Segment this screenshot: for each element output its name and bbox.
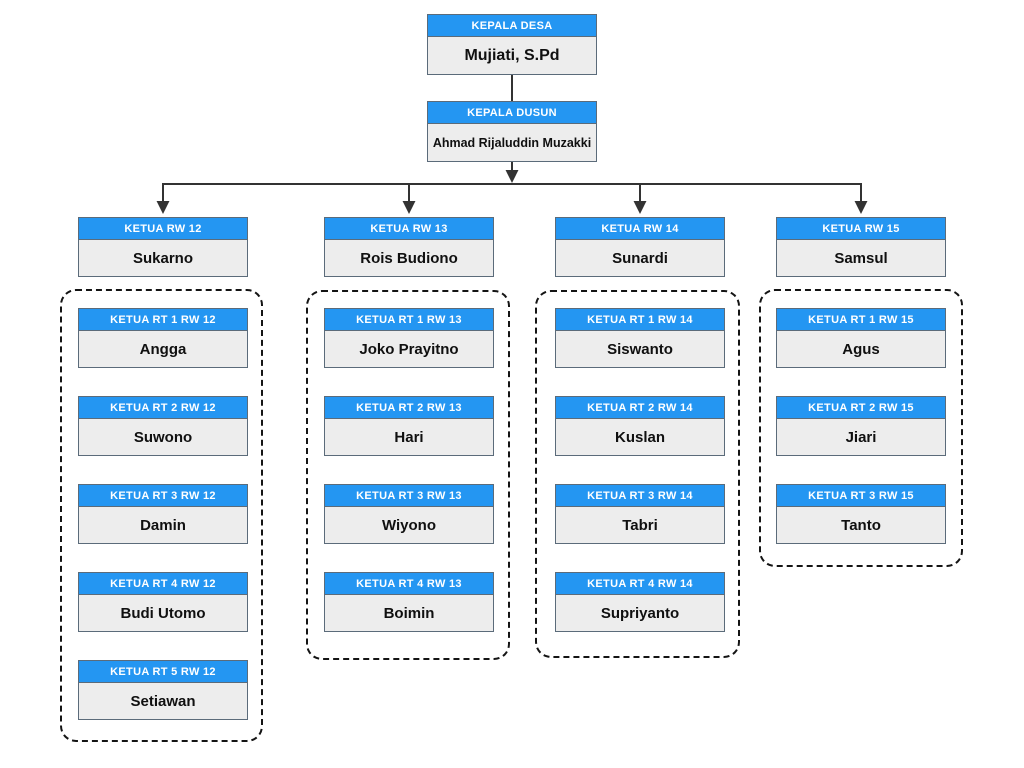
box-rt1-rw14: KETUA RT 1 RW 14 Siswanto (555, 308, 725, 368)
box-name: Hari (325, 419, 493, 455)
box-name: Tanto (777, 507, 945, 543)
box-title: KETUA RT 2 RW 14 (556, 397, 724, 419)
box-rt3-rw13: KETUA RT 3 RW 13 Wiyono (324, 484, 494, 544)
box-ketua-rw15: KETUA RW 15 Samsul (776, 217, 946, 277)
box-name: Agus (777, 331, 945, 367)
box-rt3-rw15: KETUA RT 3 RW 15 Tanto (776, 484, 946, 544)
box-title: KETUA RT 3 RW 14 (556, 485, 724, 507)
box-name: Damin (79, 507, 247, 543)
rt-group-rw13 (306, 290, 510, 660)
box-name: Ahmad Rijaluddin Muzakki (428, 124, 596, 161)
box-rt4-rw12: KETUA RT 4 RW 12 Budi Utomo (78, 572, 248, 632)
box-rt1-rw13: KETUA RT 1 RW 13 Joko Prayitno (324, 308, 494, 368)
box-name: Mujiati, S.Pd (428, 37, 596, 74)
box-title: KETUA RT 2 RW 15 (777, 397, 945, 419)
box-rt4-rw13: KETUA RT 4 RW 13 Boimin (324, 572, 494, 632)
box-name: Samsul (777, 240, 945, 276)
rt-group-rw15 (759, 289, 963, 567)
box-rt5-rw12: KETUA RT 5 RW 12 Setiawan (78, 660, 248, 720)
box-name: Budi Utomo (79, 595, 247, 631)
box-rt1-rw12: KETUA RT 1 RW 12 Angga (78, 308, 248, 368)
box-name: Tabri (556, 507, 724, 543)
box-kepala-desa: KEPALA DESA Mujiati, S.Pd (427, 14, 597, 75)
box-name: Sunardi (556, 240, 724, 276)
box-rt2-rw12: KETUA RT 2 RW 12 Suwono (78, 396, 248, 456)
box-title: KETUA RW 15 (777, 218, 945, 240)
box-name: Setiawan (79, 683, 247, 719)
box-title: KETUA RW 12 (79, 218, 247, 240)
box-title: KETUA RT 3 RW 13 (325, 485, 493, 507)
box-name: Suwono (79, 419, 247, 455)
box-rt1-rw15: KETUA RT 1 RW 15 Agus (776, 308, 946, 368)
box-name: Joko Prayitno (325, 331, 493, 367)
rt-group-rw12 (60, 289, 263, 742)
box-rt4-rw14: KETUA RT 4 RW 14 Supriyanto (555, 572, 725, 632)
box-title: KETUA RT 4 RW 12 (79, 573, 247, 595)
rt-group-rw14 (535, 290, 740, 658)
box-title: KETUA RT 3 RW 15 (777, 485, 945, 507)
box-title: KETUA RT 3 RW 12 (79, 485, 247, 507)
box-rt2-rw13: KETUA RT 2 RW 13 Hari (324, 396, 494, 456)
box-kepala-dusun: KEPALA DUSUN Ahmad Rijaluddin Muzakki (427, 101, 597, 162)
box-name: Jiari (777, 419, 945, 455)
box-name: Angga (79, 331, 247, 367)
box-title: KETUA RT 4 RW 14 (556, 573, 724, 595)
box-name: Boimin (325, 595, 493, 631)
box-rt3-rw12: KETUA RT 3 RW 12 Damin (78, 484, 248, 544)
box-ketua-rw14: KETUA RW 14 Sunardi (555, 217, 725, 277)
box-name: Supriyanto (556, 595, 724, 631)
box-rt2-rw14: KETUA RT 2 RW 14 Kuslan (555, 396, 725, 456)
box-title: KEPALA DESA (428, 15, 596, 37)
box-name: Rois Budiono (325, 240, 493, 276)
box-name: Wiyono (325, 507, 493, 543)
box-title: KEPALA DUSUN (428, 102, 596, 124)
box-name: Siswanto (556, 331, 724, 367)
box-title: KETUA RT 1 RW 12 (79, 309, 247, 331)
box-title: KETUA RT 2 RW 12 (79, 397, 247, 419)
box-title: KETUA RT 4 RW 13 (325, 573, 493, 595)
box-title: KETUA RW 14 (556, 218, 724, 240)
box-ketua-rw12: KETUA RW 12 Sukarno (78, 217, 248, 277)
box-title: KETUA RT 1 RW 13 (325, 309, 493, 331)
box-title: KETUA RT 5 RW 12 (79, 661, 247, 683)
box-title: KETUA RT 1 RW 14 (556, 309, 724, 331)
box-rt2-rw15: KETUA RT 2 RW 15 Jiari (776, 396, 946, 456)
box-title: KETUA RT 2 RW 13 (325, 397, 493, 419)
box-ketua-rw13: KETUA RW 13 Rois Budiono (324, 217, 494, 277)
box-name: Kuslan (556, 419, 724, 455)
box-name: Sukarno (79, 240, 247, 276)
box-rt3-rw14: KETUA RT 3 RW 14 Tabri (555, 484, 725, 544)
box-title: KETUA RT 1 RW 15 (777, 309, 945, 331)
box-title: KETUA RW 13 (325, 218, 493, 240)
